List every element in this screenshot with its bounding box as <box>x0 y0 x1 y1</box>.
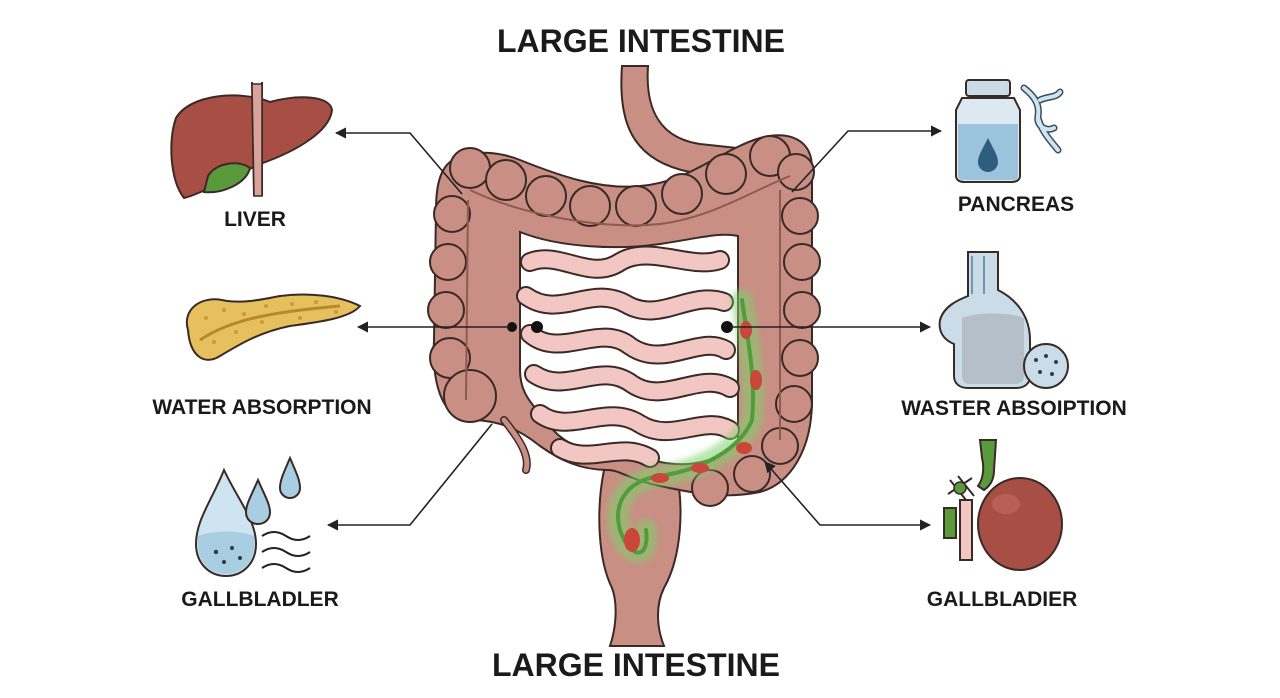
water-droplets-illustration <box>194 455 311 578</box>
gallbladder-illustration <box>943 439 1063 571</box>
label-waster-absoiption: WASTER ABSOIPTION <box>901 397 1127 420</box>
label-liver: LIVER <box>224 208 286 231</box>
label-gallbladler: GALLBLADLER <box>181 588 338 611</box>
indicator-dot <box>531 321 543 333</box>
highlight-path <box>607 289 765 564</box>
title-top: LARGE INTESTINE <box>497 23 785 59</box>
small-intestine <box>516 245 740 468</box>
digestive-tract <box>427 65 821 647</box>
indicator-dot <box>507 322 517 332</box>
haustra <box>427 135 821 507</box>
water-bottle-illustration <box>938 251 1069 389</box>
arrows <box>326 125 943 531</box>
liver-illustration <box>170 81 334 200</box>
indicator-dot <box>721 321 733 333</box>
title-bottom: LARGE INTESTINE <box>492 647 780 683</box>
label-gallbladier: GALLBLADIER <box>927 588 1078 611</box>
pancreas-jar-illustration <box>955 79 1064 183</box>
label-water-absorption: WATER ABSORPTION <box>152 396 371 419</box>
pancreas-illustration <box>185 293 362 361</box>
label-pancreas: PANCREAS <box>958 193 1074 216</box>
